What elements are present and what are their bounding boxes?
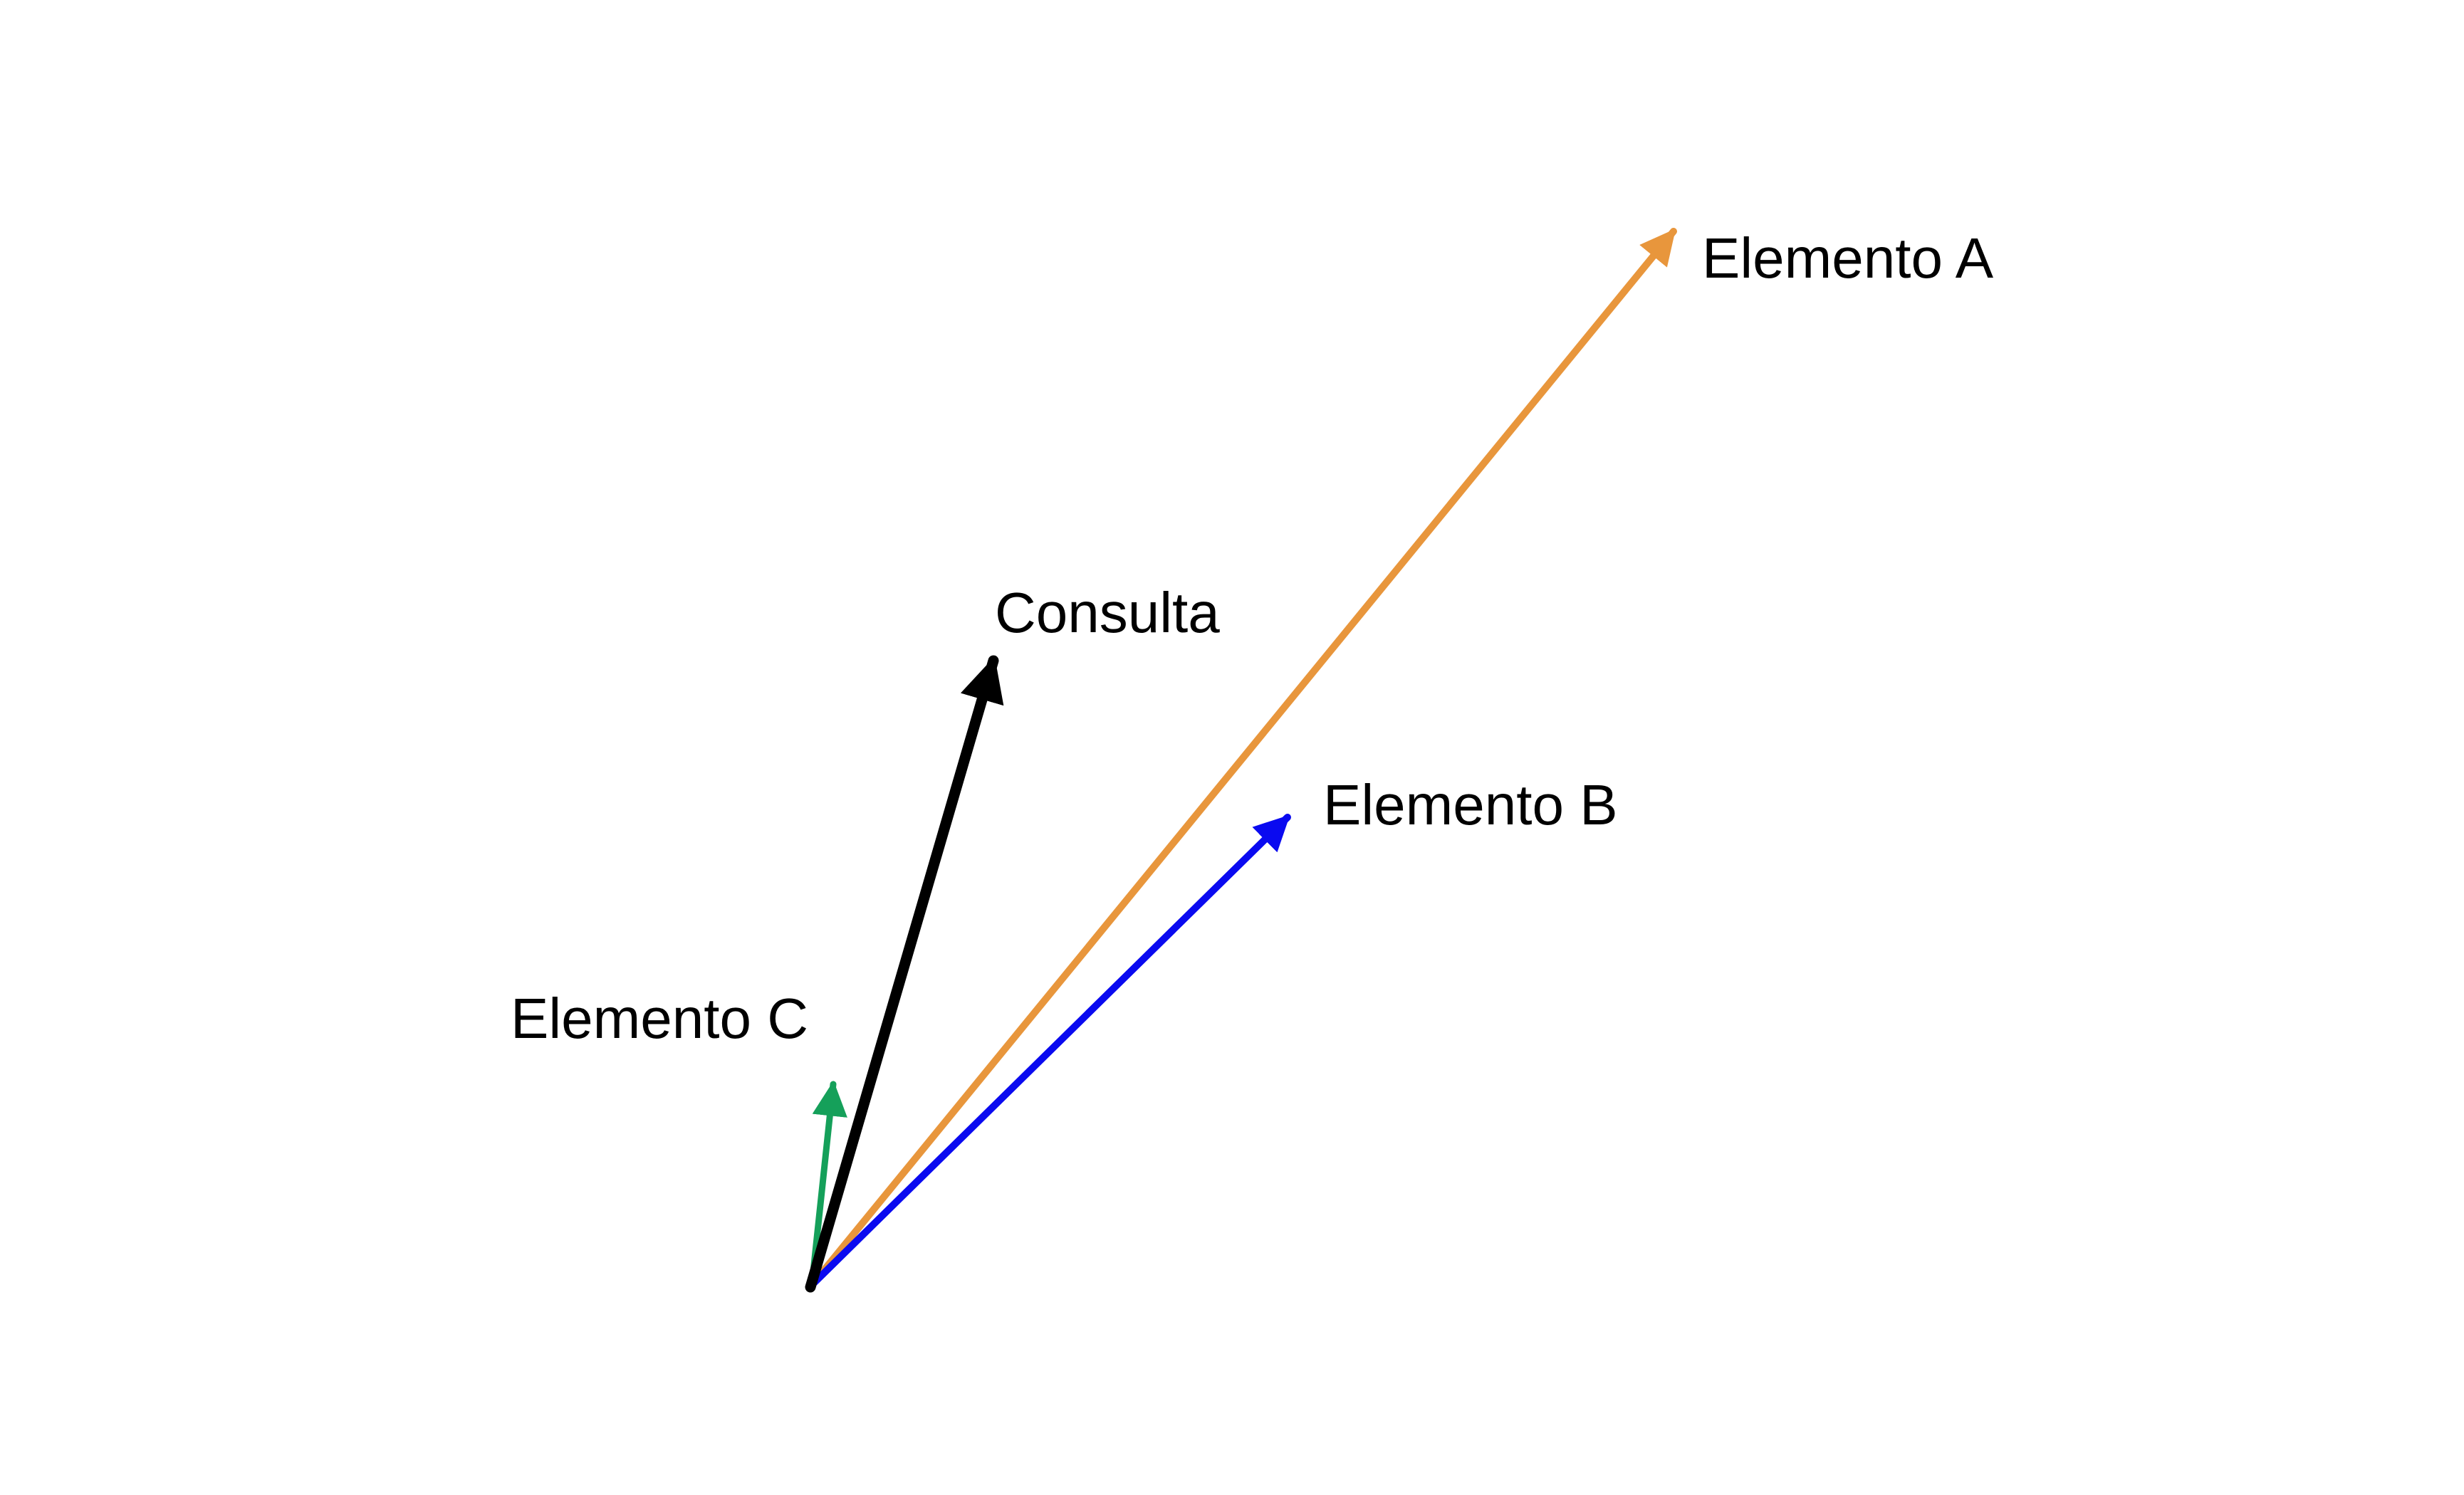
vector-consulta (805, 655, 1004, 1293)
label-elemento-c: Elemento C (511, 987, 808, 1050)
vector-elemento-a (808, 228, 1677, 1289)
vector-elemento-b (808, 814, 1291, 1289)
label-elemento-b: Elemento B (1323, 773, 1618, 836)
label-elemento-a: Elemento A (1702, 226, 1994, 290)
label-consulta: Consulta (995, 581, 1220, 644)
